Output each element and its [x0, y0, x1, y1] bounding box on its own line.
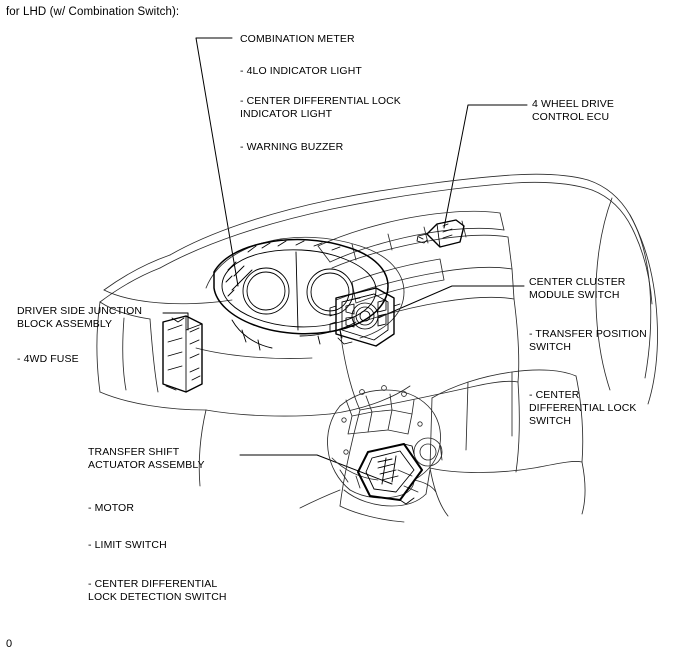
- transfer-shift-actuator-part: [357, 443, 423, 501]
- callout-center-differential-lock-switch: - CENTER DIFFERENTIAL LOCK SWITCH: [529, 389, 637, 427]
- callout-driver-side-junction-block-assembly: DRIVER SIDE JUNCTION BLOCK ASSEMBLY: [17, 305, 143, 330]
- callout-center-differential-lock-indicator-light: - CENTER DIFFERENTIAL LOCK INDICATOR LIG…: [240, 95, 401, 120]
- transfer-case: [327, 385, 443, 507]
- callout-transfer-position-switch: - TRANSFER POSITION SWITCH: [529, 328, 647, 353]
- callout-motor: - MOTOR: [88, 502, 135, 514]
- page-number: 0: [6, 638, 13, 650]
- callout-transfer-shift-actuator-assembly: TRANSFER SHIFT ACTUATOR ASSEMBLY: [88, 446, 205, 471]
- junction-block-part: [162, 315, 203, 393]
- callout-combination-meter: COMBINATION METER: [240, 33, 355, 45]
- callout-center-differential-lock-detection-switch: - CENTER DIFFERENTIAL LOCK DETECTION SWI…: [88, 578, 227, 603]
- combination-meter-part: [213, 238, 389, 335]
- page-title: for LHD (w/ Combination Switch):: [6, 6, 180, 18]
- callout-4-wheel-drive-control-ecu: 4 WHEEL DRIVE CONTROL ECU: [532, 98, 615, 123]
- callout-center-cluster-module-switch: CENTER CLUSTER MODULE SWITCH: [529, 276, 626, 301]
- control-ecu-part: [426, 219, 465, 248]
- center-cluster-switch-part: [335, 287, 395, 347]
- callout-limit-switch: - LIMIT SWITCH: [88, 539, 167, 551]
- callout-warning-buzzer: - WARNING BUZZER: [240, 141, 344, 153]
- callout-4lo-indicator-light: - 4LO INDICATOR LIGHT: [240, 65, 362, 77]
- callout-4wd-fuse: - 4WD FUSE: [17, 353, 79, 365]
